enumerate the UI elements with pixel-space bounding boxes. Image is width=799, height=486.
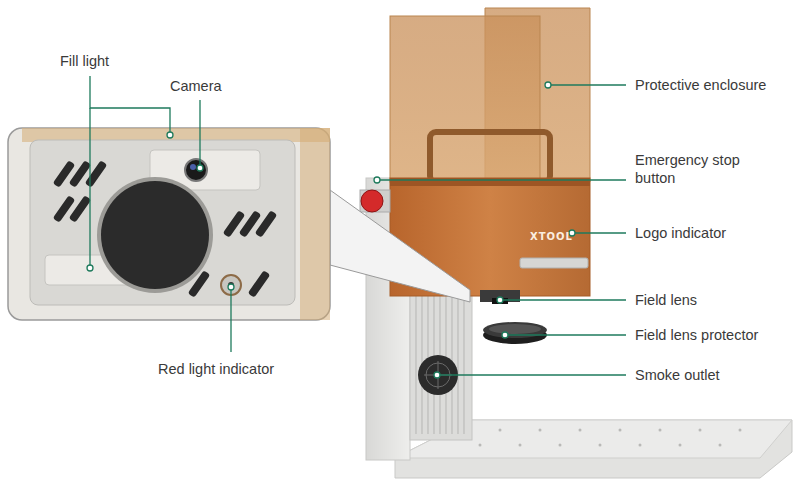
part-label: Protective enclosure [635, 76, 766, 94]
part-label: Camera [170, 77, 222, 95]
part-label: Fill light [60, 52, 109, 70]
part-label: Red light indicator [158, 360, 274, 378]
part-label: Field lens [635, 291, 697, 309]
brand-logo: XTOOL [530, 232, 573, 242]
part-label: Field lens protector [635, 326, 758, 344]
part-label: Emergency stop button [635, 151, 775, 187]
part-label: Smoke outlet [635, 366, 720, 384]
part-label: Logo indicator [635, 224, 726, 242]
